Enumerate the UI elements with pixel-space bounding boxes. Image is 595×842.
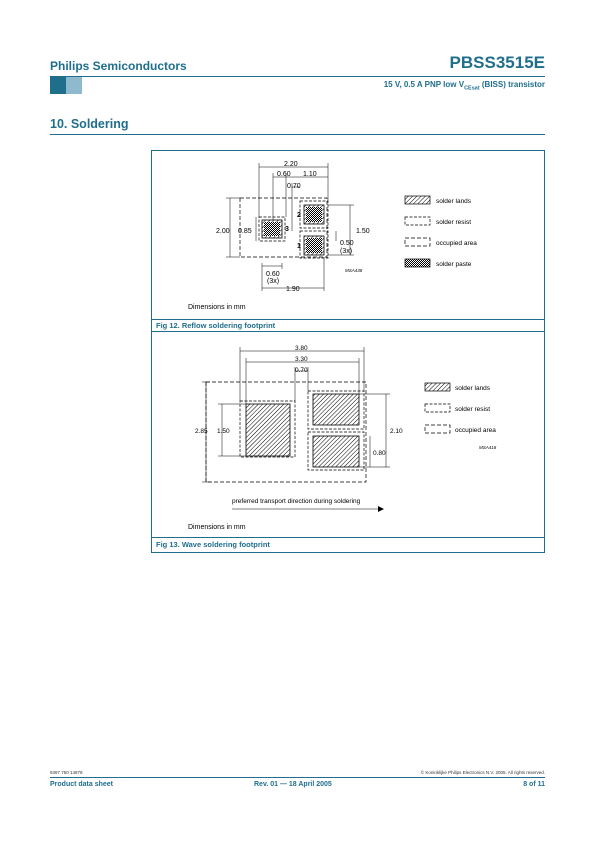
- header-block-dark: [50, 77, 66, 94]
- legend-solder-resist: solder resist: [455, 406, 490, 413]
- fig13-dimensions-note: Dimensions in mm: [188, 524, 246, 531]
- solder-paste-pad-3: [264, 222, 280, 236]
- solder-resist-pad-3: [239, 400, 296, 458]
- dim-1-10: 1.10: [303, 171, 317, 178]
- legend-swatch-solder-lands: [404, 195, 431, 205]
- legend-swatch-solder-paste: [404, 258, 431, 268]
- section-rule: [50, 134, 545, 135]
- dim-1-50: 1.50: [217, 428, 230, 435]
- dim-0-60-bottom: 0.60: [266, 271, 280, 278]
- page-number: 8 of 11: [523, 781, 545, 788]
- pin-2-label: 2: [297, 212, 301, 219]
- header-rule: [50, 76, 545, 77]
- dim-0-50-note: (3x): [340, 248, 352, 255]
- legend-swatch-solder-resist: [404, 216, 431, 226]
- footer-rule: [50, 777, 545, 778]
- solder-resist-pad-2: [299, 200, 329, 229]
- solder-land-pad-3: [245, 403, 291, 457]
- dim-0-50: 0.50: [340, 240, 354, 247]
- brand-name: Philips Semiconductors: [50, 59, 187, 73]
- dimension-lines: [202, 347, 390, 510]
- drawing-code: MSA418: [479, 445, 497, 450]
- product-number: PBSS3515E: [449, 53, 545, 72]
- reflow-footprint-drawing: 2.20 0.60 1.10 0.70 2.00 0.85 1.50 0.50 …: [216, 161, 477, 293]
- solder-resist-pad-3: [258, 216, 286, 242]
- transport-arrow-head: [378, 506, 384, 512]
- dim-1-90: 1.90: [286, 286, 300, 293]
- dim-2-10: 2.10: [390, 428, 403, 435]
- figure-13-box: 3.80 3.30 0.70 2.85 1.50 2.10 0.80 prefe…: [151, 331, 545, 553]
- copyright-notice: © Koninklijke Philips Electronics N.V. 2…: [420, 770, 545, 775]
- dim-2-85: 2.85: [195, 428, 208, 435]
- pin-3-label: 3: [285, 226, 289, 233]
- revision-info: Rev. 01 — 18 April 2005: [254, 781, 332, 788]
- fig12-dimensions-note: Dimensions in mm: [188, 304, 246, 311]
- document-number: 9397 750 14878: [50, 770, 83, 775]
- solder-resist-pad-2: [307, 390, 365, 430]
- dim-3-80: 3.80: [295, 345, 308, 352]
- figure-12-box: 2.20 0.60 1.10 0.70 2.00 0.85 1.50 0.50 …: [151, 150, 545, 332]
- solder-land-pad-1: [312, 435, 360, 468]
- pin-1-label: 1: [297, 243, 301, 250]
- legend-swatch-solder-resist: [424, 403, 451, 413]
- dim-0-60-note: (3x): [267, 278, 279, 285]
- dim-0-60: 0.60: [277, 171, 291, 178]
- transport-direction-label: preferred transport direction during sol…: [232, 498, 361, 505]
- solder-land-pad-2: [312, 393, 360, 426]
- solder-resist-pad-1: [299, 230, 329, 259]
- dim-2-00: 2.00: [216, 228, 230, 235]
- section-title: 10. Soldering: [50, 117, 129, 131]
- legend-solder-paste: solder paste: [436, 261, 472, 268]
- fig13-caption-rule: [152, 537, 544, 538]
- document-type: Product data sheet: [50, 781, 114, 788]
- solder-paste-pad-1: [306, 238, 322, 253]
- legend-swatch-solder-lands: [424, 382, 451, 392]
- dim-0-85: 0.85: [238, 228, 252, 235]
- dim-0-70: 0.70: [295, 367, 308, 374]
- fig13-caption: Fig 13. Wave soldering footprint: [156, 540, 270, 549]
- occupied-area: [239, 197, 328, 258]
- dim-3-30: 3.30: [295, 356, 308, 363]
- header-block-light: [66, 77, 82, 94]
- drawing-code: MSA438: [345, 268, 363, 273]
- legend-solder-lands: solder lands: [436, 198, 472, 205]
- fig12-caption: Fig 12. Reflow soldering footprint: [156, 321, 276, 330]
- legend-swatch-occupied-area: [404, 237, 431, 247]
- solder-paste-pad-2: [306, 207, 322, 222]
- dim-0-80: 0.80: [373, 450, 386, 457]
- legend-solder-resist: solder resist: [436, 219, 471, 226]
- legend-solder-lands: solder lands: [455, 385, 491, 392]
- solder-resist-pad-1: [307, 431, 365, 471]
- wave-footprint-drawing: 3.80 3.30 0.70 2.85 1.50 2.10 0.80 prefe…: [195, 345, 497, 512]
- dim-2-20: 2.20: [284, 161, 298, 168]
- dim-0-70: 0.70: [287, 183, 301, 190]
- dimension-lines: [226, 163, 354, 291]
- legend-occupied-area: occupied area: [436, 240, 477, 247]
- product-subtitle: 15 V, 0.5 A PNP low VCEsat (BISS) transi…: [383, 80, 545, 92]
- legend-occupied-area: occupied area: [455, 427, 496, 434]
- fig12-caption-rule: [152, 319, 544, 320]
- legend-swatch-occupied-area: [424, 424, 451, 434]
- dim-1-50: 1.50: [356, 228, 370, 235]
